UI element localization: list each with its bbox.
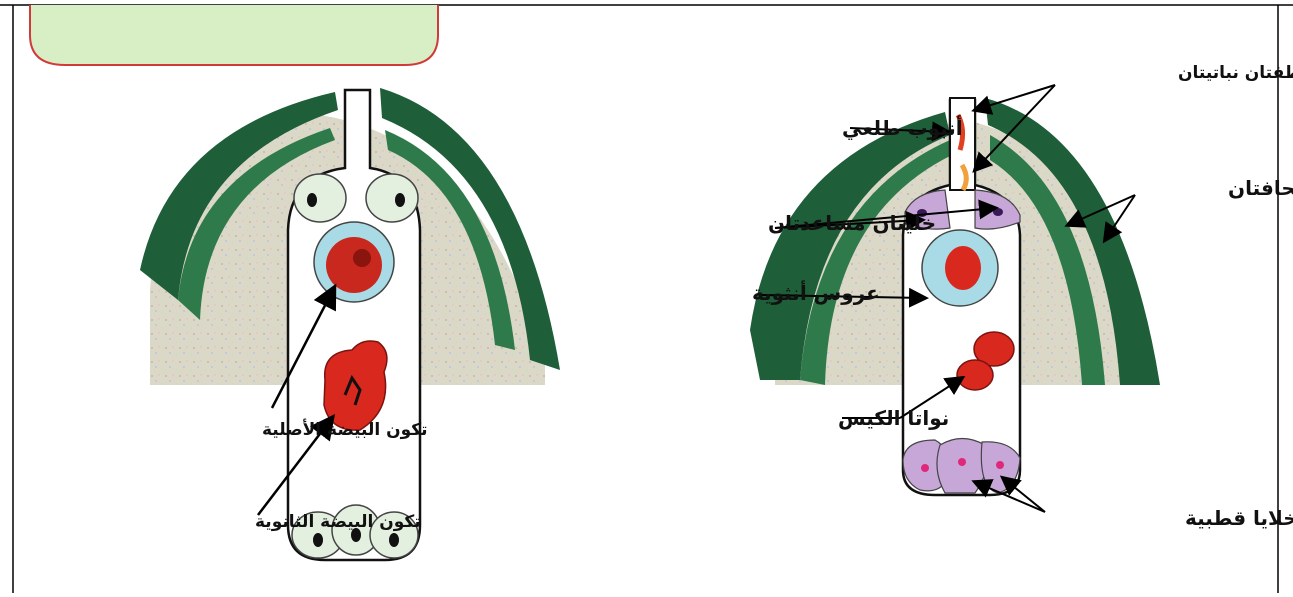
label-egg-cell: عروس أنثوية [752,279,880,305]
left-synergid-cell-1 [294,174,346,222]
label-secondary-egg: تكون البيضة الثانوية [255,512,421,532]
label-pollen-tube: أنبوب طلعي [842,114,963,141]
label-synergids: خليتان مساعدتان [768,211,936,235]
label-sperm-nuclei: نطفتان نباتيتان [1178,63,1293,83]
top-label-box [30,5,438,65]
label-antipodal-cells: خلايا قطبية [1185,506,1293,530]
label-primary-egg: تكون البيضة الأصلية [262,419,428,440]
left-ovule [140,88,560,560]
label-integuments: لحافتان [1228,176,1293,200]
right-polar-nucleus-2 [957,360,993,390]
label-polar-nuclei: نواتا الكيس [838,406,949,430]
left-zygote-nucleus [326,237,382,293]
arrow-antipodal-2 [1003,478,1045,512]
right-egg-nucleus [945,246,981,290]
left-synergid-cell-2 [366,174,418,222]
